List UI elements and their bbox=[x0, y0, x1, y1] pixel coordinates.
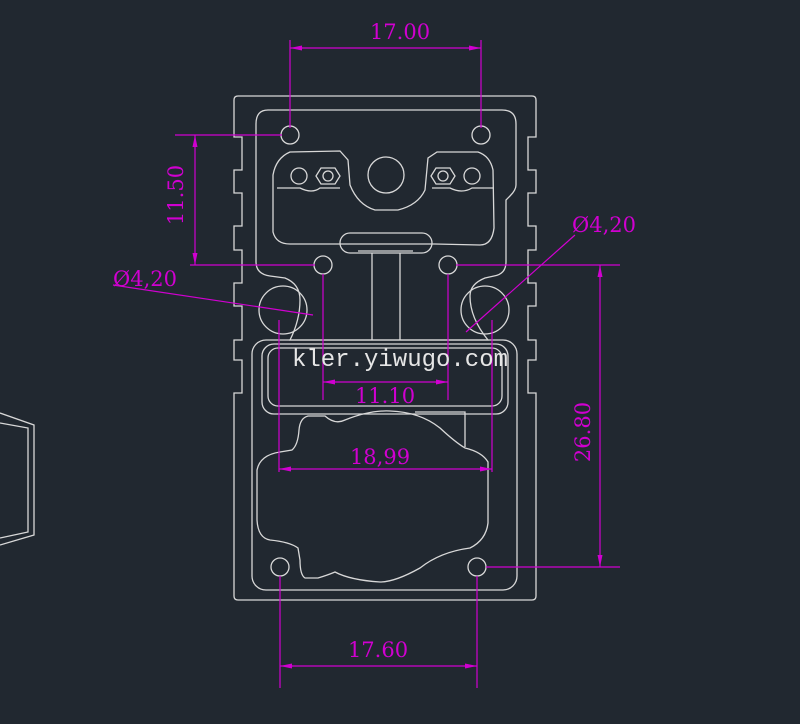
dim-top-hole-spacing: 17.00 bbox=[370, 20, 430, 44]
hex-nut bbox=[315, 167, 341, 185]
upper-frame bbox=[255, 109, 517, 341]
hex-nut bbox=[430, 167, 456, 185]
hex-nut-bore bbox=[322, 170, 334, 182]
mount-hole bbox=[270, 557, 290, 577]
large-hole bbox=[460, 285, 510, 335]
hex-nut-bore bbox=[437, 170, 449, 182]
dim-top-vertical: 11.50 bbox=[164, 165, 188, 225]
dim-window-width: 18,99 bbox=[350, 445, 410, 469]
mount-hole bbox=[280, 125, 300, 145]
body-outline bbox=[233, 95, 537, 601]
mount-hole bbox=[471, 125, 491, 145]
slot bbox=[339, 232, 433, 254]
large-hole bbox=[258, 285, 308, 335]
watermark: kler.yiwugo.com bbox=[292, 347, 508, 374]
dim-bottom-hole-spacing: 17.60 bbox=[348, 638, 408, 662]
dim-left-diameter: Ø4,20 bbox=[113, 267, 177, 291]
dim-right-diameter: Ø4,20 bbox=[572, 213, 636, 237]
window bbox=[267, 347, 503, 407]
mount-hole bbox=[313, 255, 333, 275]
lower-frame bbox=[251, 339, 518, 591]
upper-pocket bbox=[272, 150, 495, 246]
dimension-lines bbox=[112, 40, 620, 688]
pocket-rib bbox=[277, 187, 494, 192]
stem bbox=[358, 250, 413, 340]
lower-pocket bbox=[256, 410, 489, 583]
center-bore bbox=[367, 156, 405, 194]
small-hole bbox=[463, 167, 481, 185]
adjacent-part-outline bbox=[0, 412, 35, 546]
mount-hole bbox=[467, 557, 487, 577]
small-hole bbox=[290, 167, 308, 185]
dim-right-vertical: 26.80 bbox=[571, 402, 595, 462]
window-outer bbox=[261, 343, 509, 415]
mount-hole bbox=[438, 255, 458, 275]
dim-inner-spacing: 11.10 bbox=[355, 384, 415, 408]
